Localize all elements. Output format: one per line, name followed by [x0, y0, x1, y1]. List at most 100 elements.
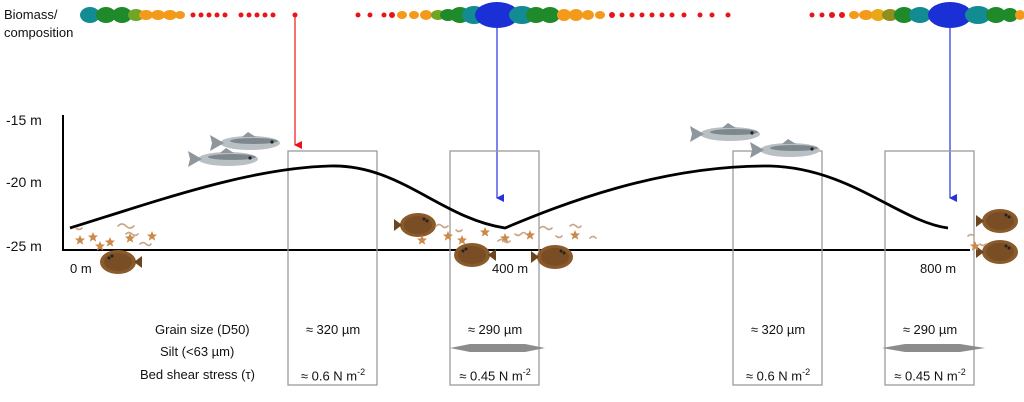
distance-label-400: 400 m — [492, 261, 529, 276]
biomass-dot-icon — [849, 11, 859, 19]
biomass-dot-icon — [595, 11, 605, 19]
grain-value-col3: ≈ 320 µm — [750, 322, 806, 337]
flatfish-icon — [976, 209, 1018, 233]
biomass-dot-icon — [409, 11, 419, 19]
seabed-profile — [69, 164, 949, 230]
biomass-dot-icon — [629, 12, 635, 18]
biomass-dot-icon — [639, 12, 645, 18]
biomass-dot-icon — [397, 11, 407, 19]
box-crest-1 — [287, 150, 378, 386]
box-trough-1 — [449, 150, 540, 386]
flatfish-icon — [454, 243, 496, 267]
biomass-dot-icon — [540, 7, 560, 23]
worm-icon — [125, 231, 139, 237]
distance-label-0: 0 m — [70, 261, 92, 276]
biomass-dot-icon — [420, 10, 432, 20]
biomass-dot-icon — [355, 12, 361, 18]
fish-icon — [210, 132, 280, 151]
biomass-dot-icon — [80, 7, 100, 23]
silt-bar-2 — [882, 344, 985, 352]
biomass-dot-icon — [1002, 8, 1018, 22]
biomass-dot-icon — [882, 9, 898, 21]
fish-icon — [750, 139, 820, 158]
box-crest-2 — [732, 150, 823, 386]
biomass-dot-icon — [569, 9, 583, 21]
biomass-dot-icon — [829, 12, 835, 18]
biomass-dot-icon — [709, 12, 715, 18]
biomass-dot-icon — [262, 12, 268, 18]
biomass-dot-icon — [96, 7, 116, 23]
biomass-strips — [80, 2, 1024, 28]
biomass-dot-icon — [128, 9, 144, 21]
worm-icon — [979, 243, 987, 247]
depth-label-25: -25 m — [6, 238, 42, 254]
grain-value-col2: ≈ 290 µm — [467, 322, 523, 337]
biomass-dot-icon — [659, 12, 665, 18]
biomass-dot-icon — [175, 11, 185, 19]
biomass-dot-icon — [697, 12, 703, 18]
silt-label: Silt (<63 µm) — [160, 344, 235, 359]
flatfish-icon — [100, 250, 142, 274]
biomass-dot-icon — [198, 12, 204, 18]
shear-value-col2: ≈ 0.45 N m-2 — [459, 367, 531, 384]
flatfish-icon — [394, 213, 436, 237]
biomass-dot-icon — [112, 7, 132, 23]
biomass-dot-icon — [928, 2, 972, 28]
biomass-dot-icon — [809, 12, 815, 18]
biomass-dot-icon — [649, 12, 655, 18]
biomass-dot-icon — [163, 10, 177, 20]
worm-icon — [589, 235, 597, 239]
worm-icon — [139, 241, 152, 247]
box-trough-2 — [884, 150, 975, 386]
biomass-dot-icon — [965, 6, 991, 24]
biomass-dot-icon — [894, 7, 914, 23]
shear-value-col1: ≈ 0.6 N m-2 — [300, 367, 366, 384]
biomass-dot-icon — [238, 12, 244, 18]
starfish-icon — [570, 230, 580, 240]
biomass-dot-icon — [151, 10, 165, 20]
worm-icon — [555, 235, 563, 239]
biomass-label-line1: Biomass/ — [4, 7, 58, 22]
depth-label-15: -15 m — [6, 112, 42, 128]
biomass-dot-icon — [139, 10, 153, 20]
biomass-dot-icon — [190, 12, 196, 18]
silt-bar-1 — [450, 344, 545, 352]
flatfish-icon — [976, 240, 1018, 264]
flatfish-icon — [531, 245, 573, 269]
biomass-label-line2: composition — [4, 25, 74, 40]
fish-icon — [690, 123, 760, 142]
biomass-dot-icon — [909, 7, 931, 23]
biomass-dot-icon — [725, 12, 731, 18]
fish-icon — [188, 148, 258, 167]
grain-value-col1: ≈ 320 µm — [305, 322, 361, 337]
biomass-dot-icon — [1015, 10, 1024, 20]
biomass-dot-icon — [819, 12, 825, 18]
starfish-icon — [457, 235, 467, 245]
biomass-dot-icon — [609, 12, 615, 18]
biomass-dot-icon — [214, 12, 220, 18]
shear-value-col3: ≈ 0.6 N m-2 — [745, 367, 811, 384]
biomass-dot-icon — [206, 12, 212, 18]
worm-icon — [497, 238, 511, 244]
starfish-icon — [147, 231, 157, 241]
benthos-group — [75, 223, 987, 251]
starfish-icon — [443, 231, 453, 241]
worm-icon — [455, 229, 463, 233]
biomass-dot-icon — [619, 12, 625, 18]
biomass-dot-icon — [582, 10, 594, 20]
biomass-dot-icon — [254, 12, 260, 18]
biomass-dot-icon — [681, 12, 687, 18]
biomass-dot-icon — [526, 7, 546, 23]
worm-icon — [435, 223, 449, 229]
distance-label-800: 800 m — [920, 261, 957, 276]
worm-icon — [967, 233, 975, 237]
biomass-dot-icon — [669, 12, 675, 18]
biomass-dot-icon — [389, 12, 395, 18]
grain-size-label: Grain size (D50) — [155, 322, 250, 337]
biomass-dot-icon — [986, 7, 1006, 23]
biomass-dot-icon — [222, 12, 228, 18]
biomass-dot-icon — [859, 10, 873, 20]
worm-icon — [514, 231, 527, 237]
biomass-dot-icon — [557, 9, 571, 21]
